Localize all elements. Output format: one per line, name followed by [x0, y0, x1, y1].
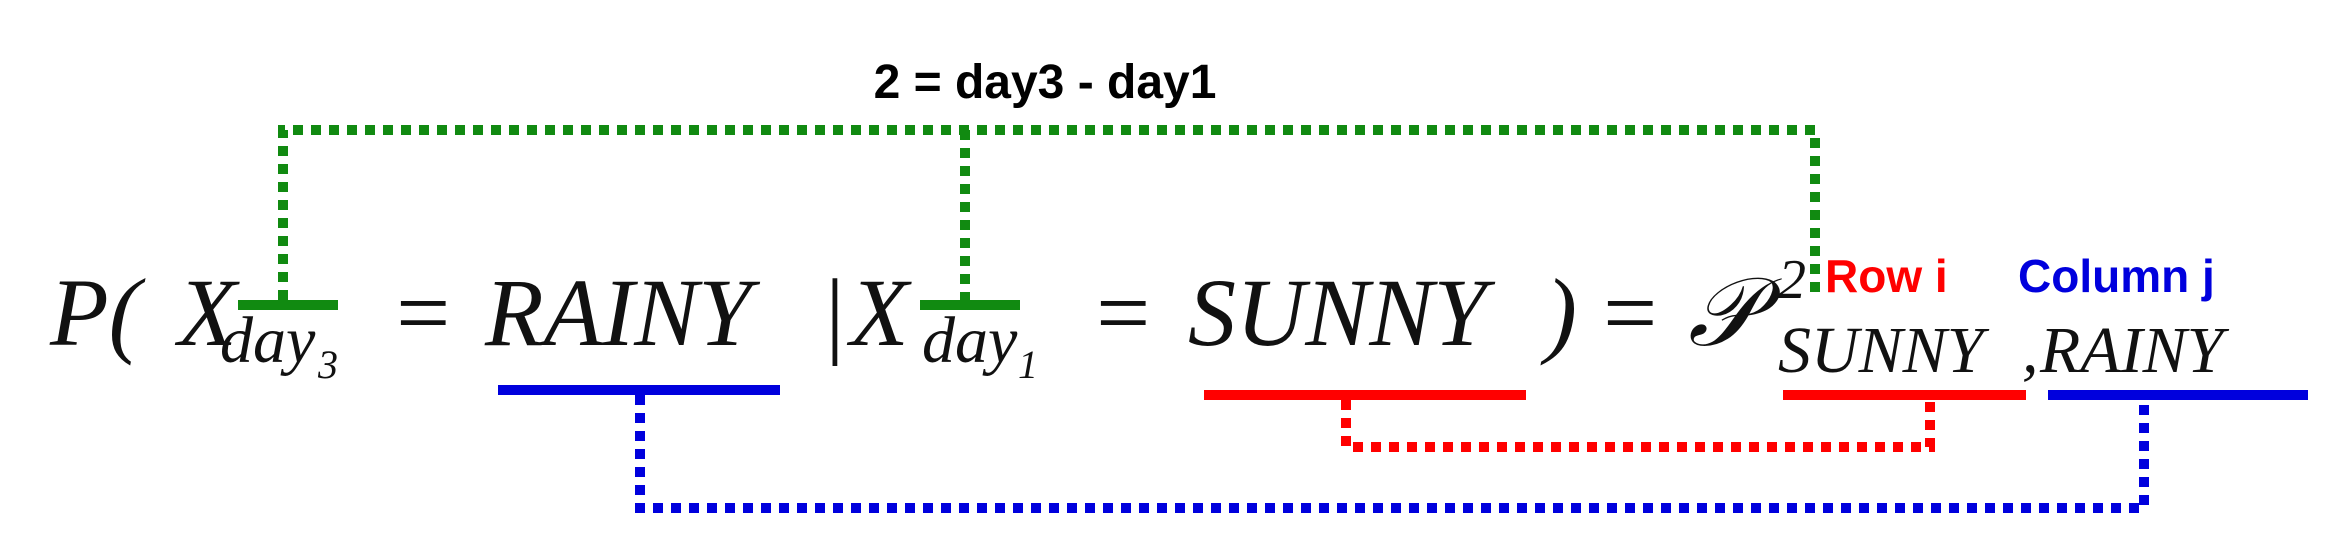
equation: P( X day 3 = RAINY | X day 1 = SUNNY ) =… — [49, 249, 2230, 387]
row-i-label: Row i — [1825, 250, 1948, 302]
eq-rainy: RAINY — [484, 259, 760, 366]
eq-script-p: 𝒫 — [1688, 259, 1782, 366]
column-j-label: Column j — [2018, 250, 2215, 302]
underlines — [498, 385, 2308, 400]
eq-given-bar: | — [820, 259, 846, 366]
eq-x2-sub-day: day — [922, 304, 1018, 377]
eq-x2-sub-num: 1 — [1018, 342, 1038, 387]
eq-sunny: SUNNY — [1188, 259, 1495, 366]
eq-x1: X — [174, 259, 240, 366]
eq-equals-1: = — [390, 259, 455, 366]
eq-equals-2: = — [1090, 259, 1155, 366]
eq-sub-sunny: SUNNY — [1778, 314, 1990, 387]
eq-sub-rainy: RAINY — [2039, 314, 2230, 387]
blue-dotted-connector — [635, 395, 2149, 513]
green-dotted-bracket — [278, 125, 1820, 300]
red-dotted-connector — [1341, 400, 1935, 452]
eq-x2: X — [846, 259, 912, 366]
eq-x1-sub-day: day — [220, 304, 316, 377]
eq-close-paren: ) — [1540, 259, 1577, 366]
eq-p-open: P( — [49, 259, 146, 366]
eq-sub-comma: , — [2022, 314, 2039, 387]
eq-x1-sub-num: 3 — [317, 342, 338, 387]
eq-superscript: 2 — [1778, 249, 1806, 311]
eq-equals-3: = — [1597, 259, 1662, 366]
green-connector — [278, 125, 1820, 300]
annotation-top-label: 2 = day3 - day1 — [874, 56, 1217, 109]
